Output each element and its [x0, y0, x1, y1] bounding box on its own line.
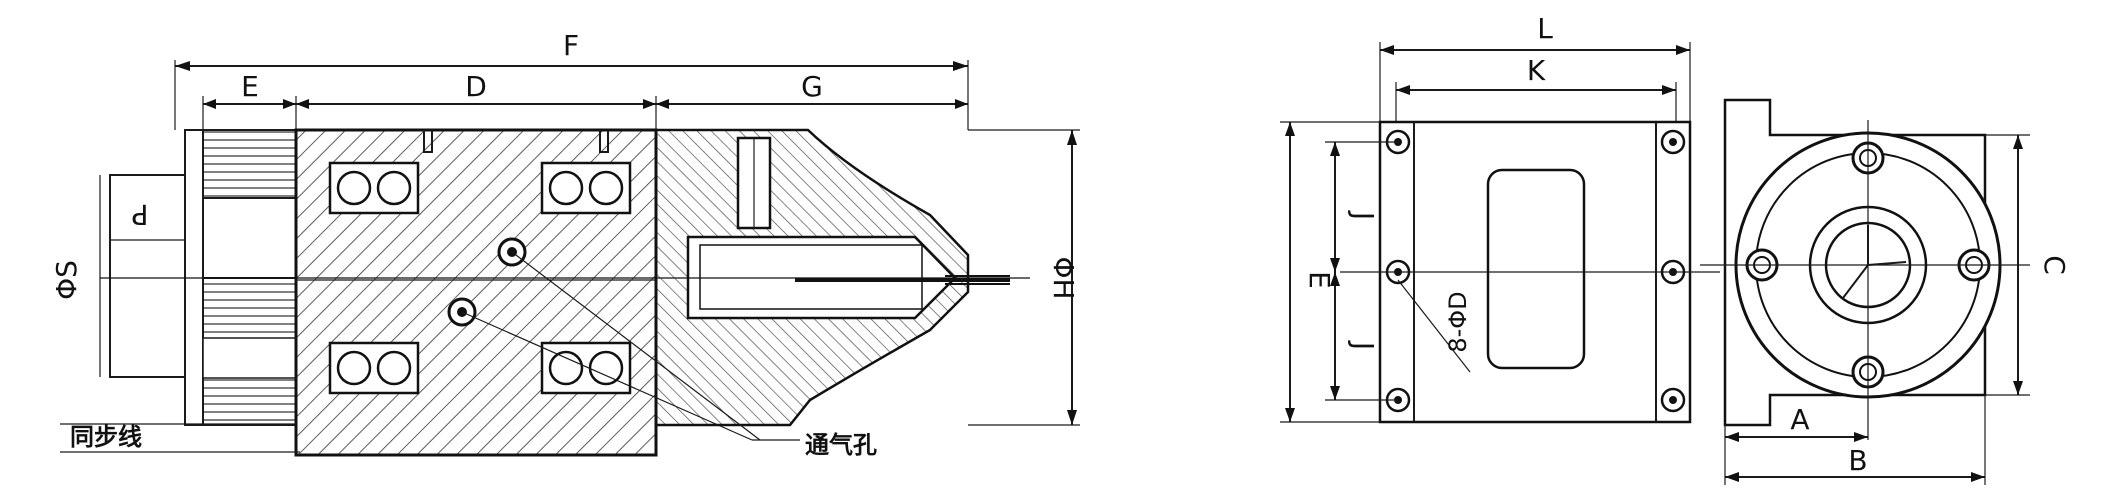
- dim-label-C: C: [2038, 255, 2071, 275]
- bearing-top-right: [540, 161, 632, 215]
- callout-air-hole: 通气孔: [805, 431, 877, 459]
- tool-nose: [654, 128, 1010, 427]
- dim-label-D: D: [465, 70, 487, 103]
- callout-sync-line: 同步线: [70, 423, 142, 451]
- dim-label-P: P: [132, 198, 149, 231]
- bearing-top-left: [328, 161, 420, 215]
- dim-label-J-lower: J: [1347, 340, 1380, 350]
- dim-label-OH: ΦH: [1047, 256, 1080, 299]
- mounting-hole: [1660, 129, 1686, 155]
- bearing-bottom-left: [328, 341, 420, 395]
- dim-label-B: B: [1848, 444, 1867, 477]
- dimension-E-D-G: E D G: [202, 70, 968, 130]
- dim-label-holes: 8-ΦD: [1444, 291, 1472, 352]
- dim-label-E-front: E: [1303, 271, 1336, 289]
- dim-label-L: L: [1537, 12, 1553, 45]
- bearing-housing: [294, 128, 658, 457]
- dim-label-E: E: [241, 70, 259, 103]
- dim-label-G: G: [801, 70, 823, 103]
- mounting-hole: [1660, 387, 1686, 413]
- dimension-F: F: [174, 29, 969, 130]
- dim-label-J-upper: J: [1347, 210, 1380, 220]
- dimension-OH: [968, 129, 1080, 426]
- dim-label-A: A: [1790, 403, 1809, 436]
- dim-label-F: F: [563, 29, 579, 62]
- bearing-bottom-right: [540, 341, 632, 395]
- dim-label-K: K: [1527, 54, 1546, 87]
- end-view: [1700, 98, 2030, 485]
- side-section-view: F E D G P ΦS: [50, 29, 1080, 457]
- dim-label-OS: ΦS: [50, 260, 83, 300]
- front-view: [1280, 42, 1720, 424]
